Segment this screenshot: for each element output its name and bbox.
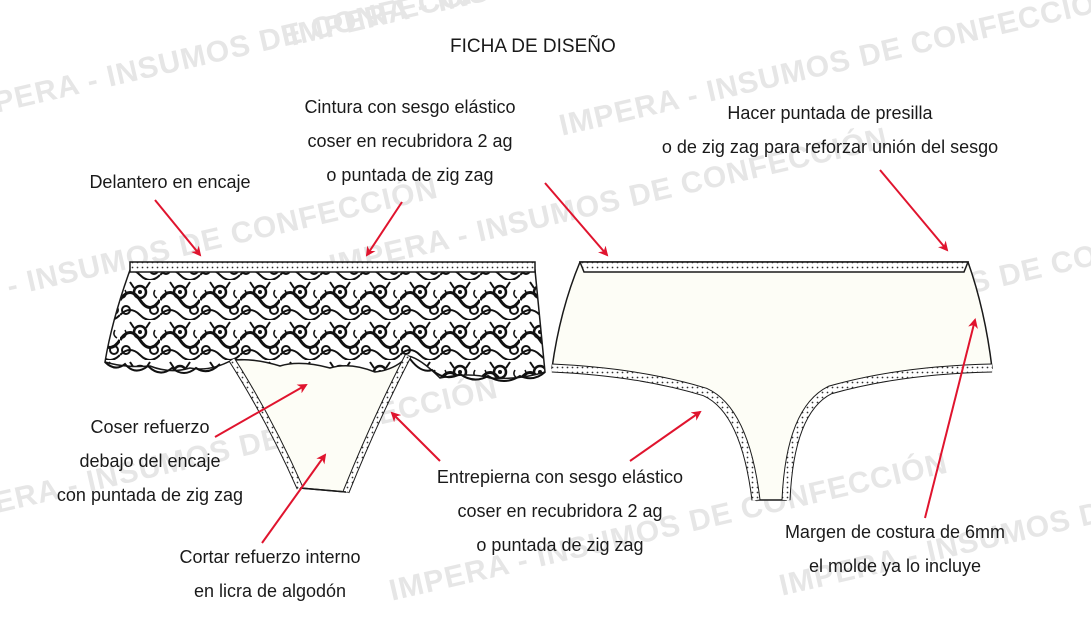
label-line: Cortar refuerzo interno <box>179 547 361 567</box>
arrow-cintura <box>365 201 403 257</box>
arrow-entrepierna-right <box>629 410 702 462</box>
arrow-delantero <box>154 199 202 257</box>
lace-scallop <box>104 361 221 374</box>
arrow-presilla-left <box>544 182 609 257</box>
back-piece <box>551 261 993 501</box>
arrow-margen <box>924 318 978 519</box>
arrow-cortar <box>261 453 327 544</box>
label-entrepierna: Entrepierna con sesgo elástico coser en … <box>410 460 710 562</box>
front-piece <box>104 261 546 494</box>
arrow-entrepierna-left <box>390 411 441 462</box>
front-lace <box>104 269 546 380</box>
label-line: o de zig zag para reforzar unión del ses… <box>661 137 999 157</box>
label-line: el molde ya lo incluye <box>808 556 982 576</box>
label-margen: Margen de costura de 6mm el molde ya lo … <box>760 515 1030 583</box>
label-line: Cintura con sesgo elástico <box>304 97 516 117</box>
label-cintura: Cintura con sesgo elástico coser en recu… <box>260 90 560 192</box>
label-line: coser en recubridora 2 ag <box>307 131 513 151</box>
label-line: con puntada de zig zag <box>56 485 244 505</box>
label-refuerzo: Coser refuerzo debajo del encaje con pun… <box>25 410 275 512</box>
label-presilla: Hacer puntada de presilla o de zig zag p… <box>630 96 1030 164</box>
label-line: o puntada de zig zag <box>476 535 644 555</box>
label-line: Hacer puntada de presilla <box>727 103 933 123</box>
page-title: FICHA DE DISEÑO <box>450 36 616 57</box>
label-delantero: Delantero en encaje <box>60 165 280 199</box>
label-line: Entrepierna con sesgo elástico <box>436 467 684 487</box>
callout-arrows <box>154 169 978 544</box>
front-waistband <box>129 261 536 273</box>
arrow-refuerzo <box>214 384 308 438</box>
label-line: Delantero en encaje <box>89 172 251 192</box>
label-line: en licra de algodón <box>193 581 347 601</box>
label-line: Margen de costura de 6mm <box>784 522 1006 542</box>
back-waistband <box>578 261 970 273</box>
label-line: coser en recubridora 2 ag <box>457 501 663 521</box>
label-line: debajo del encaje <box>79 451 221 471</box>
label-line: Coser refuerzo <box>90 417 210 437</box>
label-cortar: Cortar refuerzo interno en licra de algo… <box>150 540 390 608</box>
arrow-presilla-right <box>879 169 949 252</box>
lace-scallop <box>407 355 546 382</box>
label-line: o puntada de zig zag <box>326 165 494 185</box>
